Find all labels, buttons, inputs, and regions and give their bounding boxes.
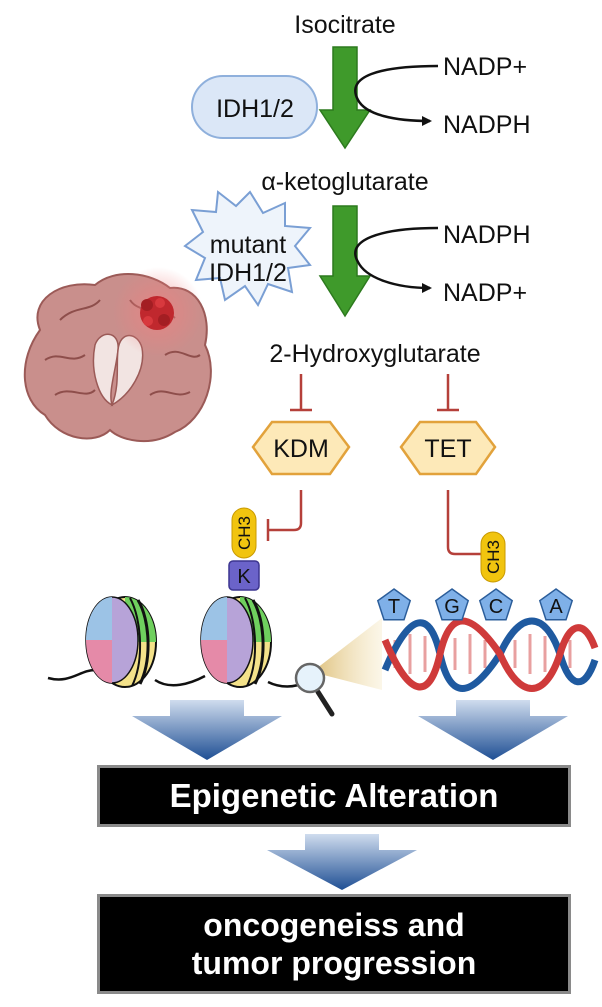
base-shape	[478, 588, 514, 621]
mutant-label-line1: mutant	[210, 231, 286, 259]
base-t: T	[376, 588, 412, 621]
base-c: C	[478, 588, 514, 621]
tet-inhibition-line	[446, 490, 484, 556]
lysine-label: K	[237, 566, 251, 588]
idh-wildtype-enzyme	[191, 75, 318, 139]
outcome-line1: oncogeneiss and	[203, 907, 465, 943]
cofactor-curve-1	[354, 64, 439, 126]
base-shape	[376, 588, 412, 621]
base-label: A	[549, 596, 563, 618]
dna-helix	[381, 617, 599, 692]
epigenetic-alteration-label: Epigenetic Alteration	[169, 777, 499, 814]
base-label: G	[444, 596, 460, 618]
cofactor-in-1: NADP+	[443, 53, 527, 81]
kdm-inhibition-line	[268, 490, 303, 532]
inhibit-tet	[437, 374, 459, 412]
tet-label: TET	[424, 435, 471, 463]
outcome-line2: tumor progression	[191, 945, 477, 981]
cofactor-in-2: NADPH	[443, 221, 531, 249]
base-label: C	[489, 596, 503, 618]
tet-enzyme	[399, 420, 497, 476]
cofactor-out-2: NADP+	[443, 279, 527, 307]
histone-methyl-label: CH3	[235, 516, 254, 550]
isocitrate-label: Isocitrate	[294, 11, 395, 39]
conversion-arrow-2	[318, 205, 372, 318]
down-arrow-left	[132, 700, 282, 760]
magnifier-beam	[312, 618, 382, 690]
base-a: A	[538, 588, 574, 621]
nucleosome-2	[200, 596, 272, 688]
base-g: G	[434, 588, 470, 621]
kdm-label: KDM	[273, 435, 329, 463]
chromatin-fiber	[47, 668, 306, 688]
base-shape	[434, 588, 470, 621]
down-arrow-center	[267, 834, 417, 890]
base-shape	[538, 588, 574, 621]
outcome-box: oncogeneiss and tumor progression	[97, 894, 571, 994]
cofactor-out-1: NADPH	[443, 111, 531, 139]
epigenetic-alteration-box: Epigenetic Alteration	[97, 765, 571, 827]
down-arrow-right	[418, 700, 568, 760]
inhibit-kdm	[290, 374, 312, 412]
brain-icon	[23, 267, 212, 443]
lysine-residue	[228, 560, 260, 591]
dna-methyl-group	[480, 531, 506, 583]
base-label: T	[388, 596, 400, 618]
mutant-idh-starburst	[183, 190, 313, 307]
histone-methyl-group	[231, 507, 257, 559]
2hg-label: 2-Hydroxyglutarate	[269, 340, 480, 368]
magnifier-icon	[294, 662, 335, 717]
nucleosome-1	[85, 596, 157, 688]
cofactor-curve-2	[354, 226, 439, 293]
dna-methyl-label: CH3	[484, 540, 503, 574]
akg-label: α-ketoglutarate	[261, 168, 428, 196]
mutant-label-line2: IDH1/2	[209, 259, 287, 287]
kdm-enzyme	[251, 420, 351, 476]
conversion-arrow-1	[318, 46, 372, 150]
idh-wildtype-label: IDH1/2	[216, 95, 294, 123]
